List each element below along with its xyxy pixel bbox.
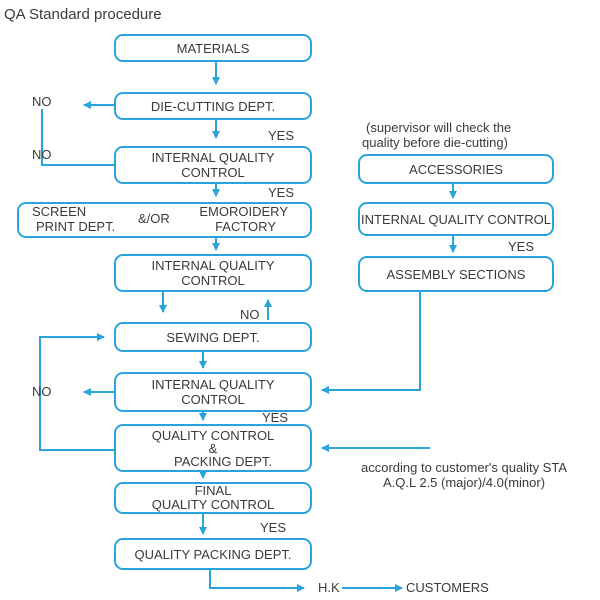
node-iqc1-line1: INTERNAL QUALITY <box>151 150 275 165</box>
line-assembly-to-iqc3 <box>321 292 421 394</box>
node-screen-embroidery <box>17 202 312 238</box>
line-iqc1-no-feedback <box>41 109 114 166</box>
label-no-loop: NO <box>32 384 52 399</box>
label-yes-3: YES <box>262 410 289 425</box>
aql-line2: A.Q.L 2.5 (major)/4.0(minor) <box>382 475 546 490</box>
node-qcpack-line3: PACKING DEPT. <box>173 453 272 469</box>
node-qcpack-line1: QUALITY CONTROL <box>151 427 275 443</box>
node-final-quality-control: FINAL QUALITY CONTROL <box>114 482 312 514</box>
label-no-diecut: NO <box>32 94 52 109</box>
label-yes-1: YES <box>268 128 295 143</box>
node-sewing: SEWING DEPT. <box>114 322 312 352</box>
label-hk: H.K <box>318 580 340 595</box>
node-accessories-label: ACCESSORIES <box>409 161 503 177</box>
supervisor-line1: (supervisor will check the <box>366 120 512 135</box>
node-iqc3-line1: INTERNAL QUALITY <box>151 377 275 392</box>
node-iqc-accessories-label: INTERNAL QUALITY CONTROL <box>361 211 551 227</box>
aql-note: according to customer's quality STA A.Q.… <box>344 460 584 490</box>
node-die-cutting: DIE-CUTTING DEPT. <box>114 92 312 120</box>
node-sewing-label: SEWING DEPT. <box>166 329 260 345</box>
node-internal-quality-control-1: INTERNAL QUALITY CONTROL <box>114 146 312 184</box>
supervisor-line2: quality before die-cutting) <box>362 135 508 150</box>
page-title: QA Standard procedure <box>4 6 162 23</box>
node-materials: MATERIALS <box>114 34 312 62</box>
embroidery-line1: EMOROIDERY <box>199 204 288 219</box>
node-iqc2-line2: CONTROL <box>181 273 245 288</box>
node-qcpack-line2: & <box>208 440 218 456</box>
node-die-cutting-label: DIE-CUTTING DEPT. <box>150 98 276 114</box>
node-quality-packing: QUALITY PACKING DEPT. <box>114 538 312 570</box>
node-internal-quality-control-3: INTERNAL QUALITY CONTROL <box>114 372 312 412</box>
node-internal-quality-control-accessories: INTERNAL QUALITY CONTROL <box>358 202 554 236</box>
node-screen-print-label: SCREEN PRINT DEPT. <box>22 204 118 234</box>
node-materials-label: MATERIALS <box>176 40 250 56</box>
embroidery-line2: FACTORY <box>215 219 276 234</box>
label-no-sewing: NO <box>240 307 260 322</box>
line-loop-to-sewing <box>39 333 114 451</box>
node-assembly-label: ASSEMBLY SECTIONS <box>386 266 526 282</box>
node-accessories: ACCESSORIES <box>358 154 554 184</box>
node-internal-quality-control-2: INTERNAL QUALITY CONTROL <box>114 254 312 292</box>
aql-line1: according to customer's quality STA <box>361 460 567 475</box>
screen-line1: SCREEN <box>32 204 87 219</box>
screen-line2: PRINT DEPT. <box>36 219 116 234</box>
label-customers: CUSTOMERS <box>406 580 489 595</box>
node-iqc2-line1: INTERNAL QUALITY <box>151 258 275 273</box>
and-or-label: &/OR <box>138 211 170 226</box>
node-iqc3-line2: CONTROL <box>181 392 245 407</box>
node-final-line1: FINAL <box>194 483 232 498</box>
label-yes-4: YES <box>260 520 287 535</box>
node-quality-control-packing: QUALITY CONTROL & PACKING DEPT. <box>114 424 312 472</box>
node-embroidery-label: EMOROIDERY FACTORY <box>196 204 302 234</box>
label-yes-2: YES <box>268 185 295 200</box>
supervisor-note: (supervisor will check the quality befor… <box>362 120 512 150</box>
label-no-iqc1: NO <box>32 147 52 162</box>
node-final-line2: QUALITY CONTROL <box>151 497 275 512</box>
node-iqc1-line2: CONTROL <box>181 165 245 180</box>
node-quality-packing-label: QUALITY PACKING DEPT. <box>134 546 292 562</box>
line-packing-to-hk <box>209 570 305 592</box>
node-assembly-sections: ASSEMBLY SECTIONS <box>358 256 554 292</box>
label-yes-accessories: YES <box>508 239 535 254</box>
